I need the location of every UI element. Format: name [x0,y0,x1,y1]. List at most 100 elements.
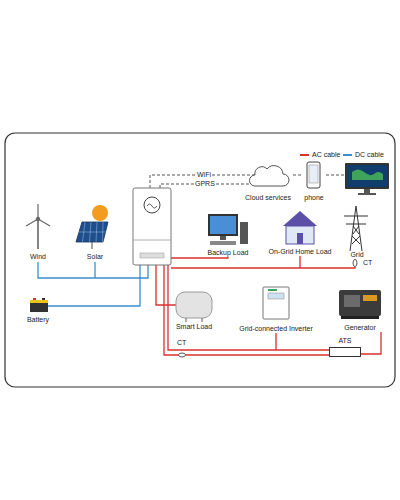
generator-icon-part [363,295,377,301]
solar-panel-icon-part-part [79,232,106,233]
solar-panel-icon-part [79,222,106,242]
monitor-icon-part [352,170,383,181]
computer-icon-part [220,236,226,240]
dc-wire-part [48,265,140,306]
ct-label: CT [176,339,187,347]
ct-symbol-part [353,260,357,267]
water-heater-icon [176,292,212,322]
ac-wire-part [168,265,329,350]
legend-item: DC cable [343,151,384,159]
phone-node: phone [302,160,326,202]
device-caption: ATS [338,337,351,345]
power-tower-icon-part [344,216,368,224]
switch-box [329,347,361,357]
device-caption: Cloud services [245,194,291,202]
battery-icon [30,298,48,312]
dc-wire [38,262,148,306]
house-icon-part [283,211,317,226]
device-caption: Wind [30,253,46,261]
frame [5,133,395,387]
cloud-icon [250,166,290,186]
legend-line-sample [343,154,352,156]
wind-turbine-icon-part [37,220,39,249]
dc-wire-part [94,262,95,278]
water-heater-icon-part [201,318,202,322]
comm-line-part [326,175,345,176]
cloud-node: Cloud services [243,160,293,202]
legend-item: AC cable [300,151,340,159]
grid-inverter-node: Grid-connected Inverter [236,283,316,333]
computer-icon-part [210,241,236,245]
solar-panel-icon-part-part [90,222,92,242]
solar-node: Solar [72,200,118,261]
power-tower-icon-part [352,226,360,244]
power-tower-icon-part [350,206,362,251]
hybrid-inverter-part [140,253,164,258]
generator-node: Generator [335,283,385,332]
water-heater-icon-part [185,318,186,322]
generator-icon-part [341,316,379,319]
house-icon-part [286,226,314,244]
monitor-icon-part [364,189,370,193]
device-caption: Grid-connected Inverter [239,325,313,333]
solar-panel-icon-part-part [96,222,97,242]
ct-symbol-part [179,353,186,357]
computer-icon-part [240,222,248,244]
legend-line-sample [300,154,309,156]
device-caption: Backup Load [208,249,249,257]
device-caption: phone [304,194,323,202]
generator-icon-part [339,290,381,316]
computer-icon-part [210,216,236,234]
battery-icon-part [42,298,45,300]
phone-icon-part [307,162,320,188]
computer-icon-part [208,214,238,236]
wind-node: Wind [18,200,58,261]
ac-cable [361,332,381,354]
home-load-node: On-Grid Home Load [266,205,334,256]
monitor-icon-part [358,193,376,195]
ac-wire-part [171,257,228,258]
house-icon [283,211,317,244]
battery-icon-part [33,298,36,300]
ac-wire [156,256,355,355]
device-caption: Grid [350,251,363,259]
device-caption: On-Grid Home Load [268,248,331,256]
grid-node: Grid [340,200,374,259]
dc-wire-part [38,262,148,278]
water-heater-icon-part [176,292,212,318]
legend-text: DC cable [355,151,384,159]
comm-label: WiFi [196,171,212,179]
computer-icon [208,214,248,245]
generator-icon-part [344,295,360,307]
ac-wire-part [171,259,355,268]
phone-icon-part [309,165,318,183]
solar-panel-icon-part-part [102,222,104,242]
solar-panel-icon-part [92,205,108,221]
solar-panel-icon-part [76,222,108,242]
device-caption: Battery [27,316,49,324]
monitor-icon [345,163,389,195]
hybrid-inverter [133,188,171,265]
legend-text: AC cable [312,151,340,159]
grid-inverter-icon-part [268,289,277,291]
device-caption: Generator [344,324,376,332]
phone-icon [307,162,320,188]
smart-load-node: Smart Load [166,287,222,331]
generator-icon [339,290,381,319]
ct-label: CT [362,259,373,267]
wind-turbine-icon-part [36,217,40,221]
solar-panel-icon-part [91,242,92,249]
battery-icon-part [30,300,48,312]
hybrid-inverter-part [147,204,157,208]
wind-turbine-icon [26,204,50,249]
comm-label: GPRS [194,180,216,188]
ac-wire-part [275,333,276,350]
device-caption: Solar [87,253,103,261]
ac-wire-part [299,256,300,268]
hybrid-inverter-part [133,188,171,265]
battery-node: Battery [18,296,58,324]
